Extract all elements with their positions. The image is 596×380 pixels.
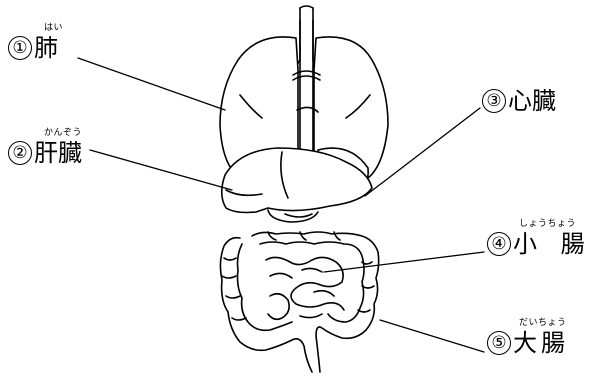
small-intestine-reading: しょうちょう <box>519 220 576 229</box>
small-intestine-name: 小 腸 <box>513 230 593 258</box>
small-intestine-pointer-line <box>324 252 484 272</box>
liver-number: ② <box>8 141 32 165</box>
large-intestine-reading: だいちょう <box>519 319 567 328</box>
lung-pointer-line <box>78 58 225 110</box>
large-intestine-pointer-line <box>380 320 484 352</box>
lung-name: 肺 <box>34 34 58 62</box>
small-intestine-shape <box>266 257 344 319</box>
heart-number: ③ <box>482 89 506 113</box>
lung-reading: はい <box>44 24 63 33</box>
liver-pointer-line <box>90 150 232 190</box>
lung-number: ① <box>8 36 32 60</box>
liver-name: 肝臓 <box>34 139 82 167</box>
liver-reading: かんぞう <box>44 129 82 138</box>
large-intestine-number: ⑤ <box>487 331 511 355</box>
heart-name: 心臓 <box>508 87 556 115</box>
large-intestine-name: 大腸 <box>513 329 569 357</box>
small-intestine-number: ④ <box>487 232 511 256</box>
large-intestine-shape <box>220 232 378 372</box>
